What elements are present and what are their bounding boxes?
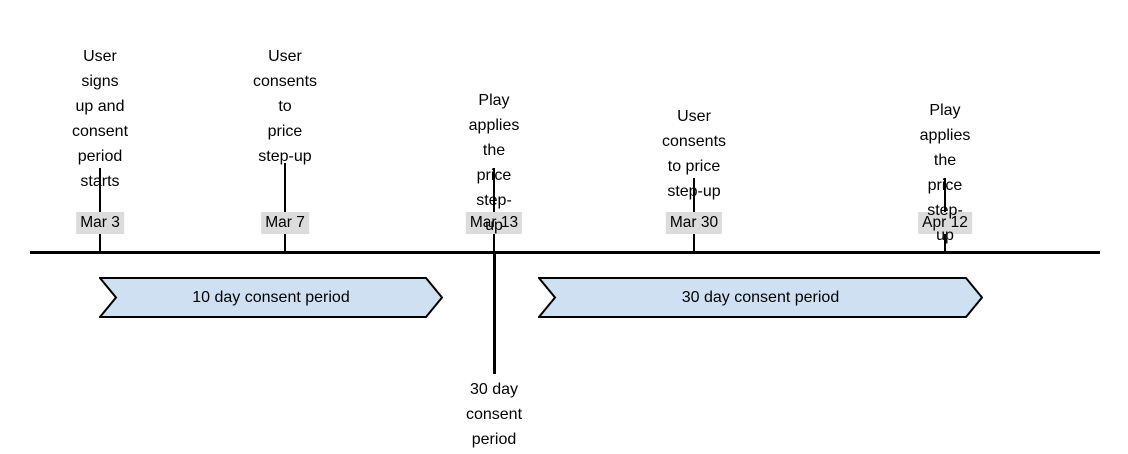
date-label: Apr 12 [918,212,972,234]
below-axis-tick-line [493,251,496,374]
timeline-axis [30,251,1100,254]
chevron-arrow-icon [538,277,983,318]
date-label: Mar 30 [665,212,723,234]
consent-period-label: 10 day consent period [192,288,350,306]
marker-tick-line [493,168,495,251]
date-label: Mar 7 [261,212,309,234]
date-label: Mar 3 [76,212,124,234]
consent-period-bar: 30 day consent period [538,277,983,318]
chevron-arrow-icon [99,277,443,318]
marker-callout-text: User consents to price step-up [252,48,318,165]
marker-callout-text: Play applies the price step-up [919,102,971,244]
marker-tick-line [284,163,286,251]
consent-period-bar: 10 day consent period [99,277,443,318]
marker-callout-text: Play applies the price step-up [468,92,520,234]
below-axis-callout-text: 30 day consent period starts [465,381,523,448]
marker-callout-text: User signs up and consent period starts [71,48,129,190]
date-label: Mar 13 [465,212,523,234]
marker-tick-line [99,168,101,251]
marker-callout-text: User consents to price step-up [661,108,727,200]
consent-period-label: 30 day consent period [681,288,840,306]
